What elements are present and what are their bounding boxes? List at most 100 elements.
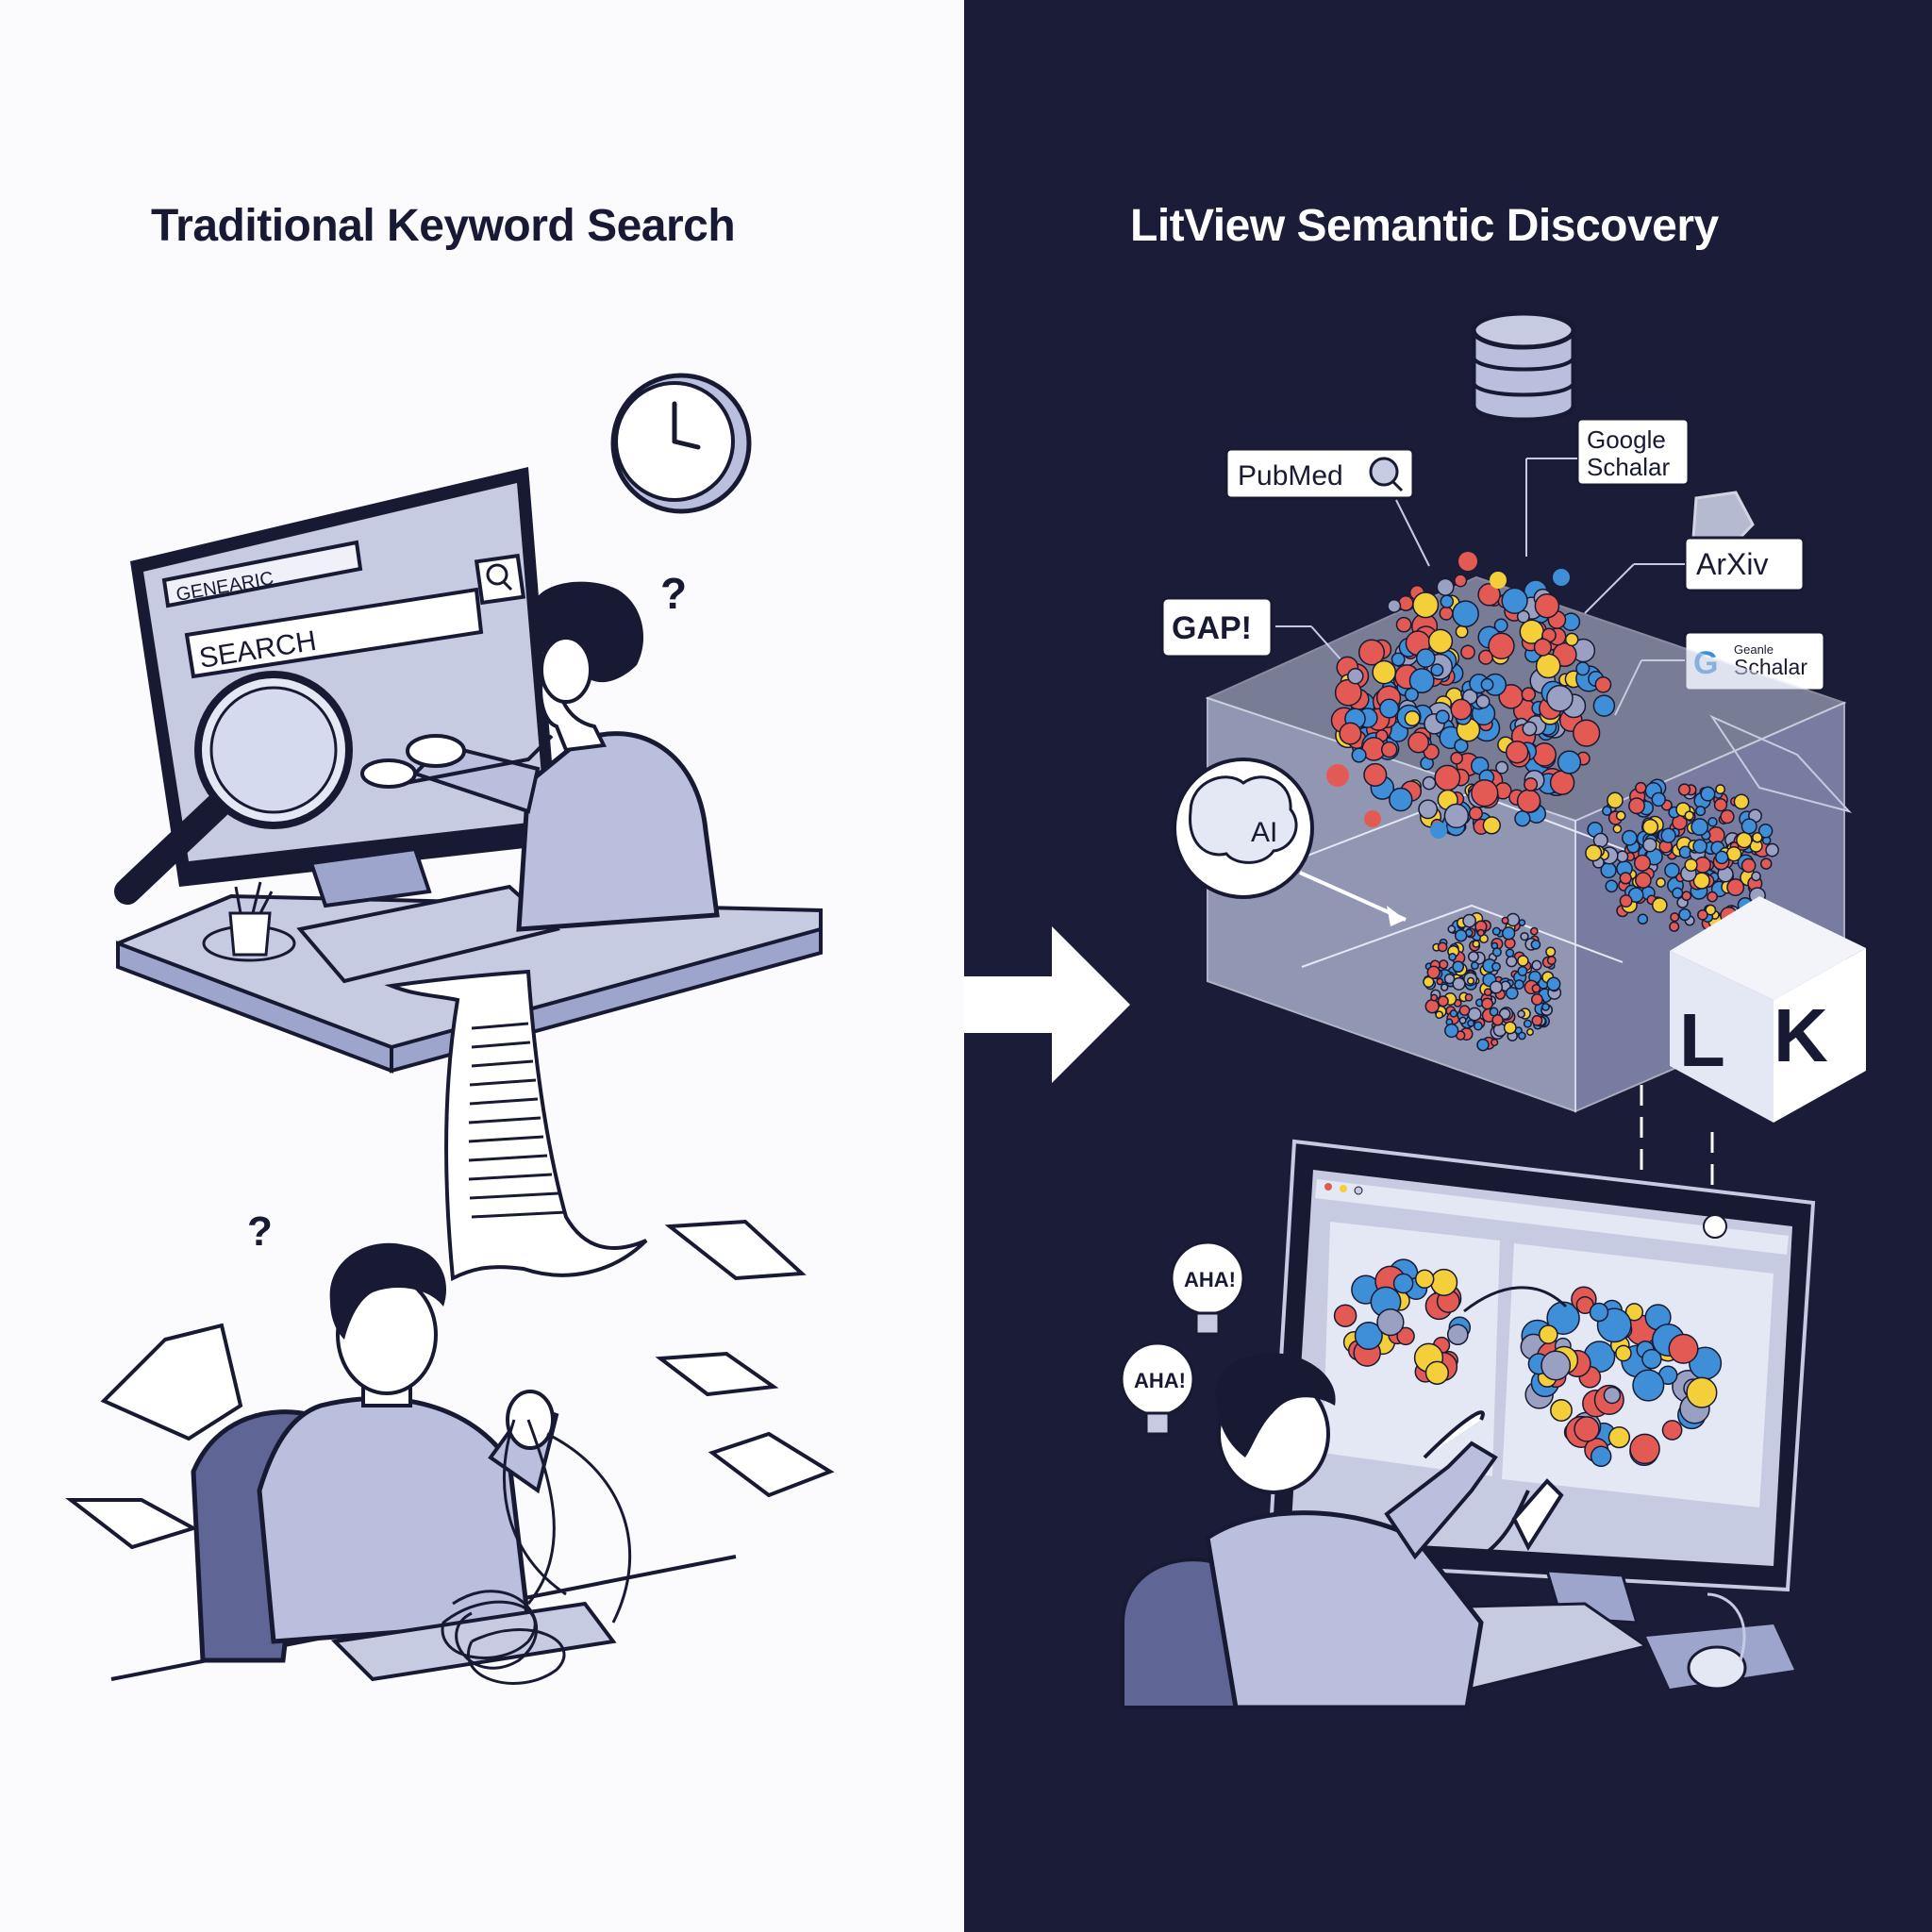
cluster-dot <box>1392 1273 1414 1294</box>
cluster-dot <box>1549 770 1575 795</box>
heading-litview-discovery: LitView Semantic Discovery <box>1130 201 1719 251</box>
cluster-dot <box>1656 877 1666 888</box>
question-mark-bottom: ? <box>247 1208 273 1255</box>
cluster-dot <box>1477 583 1501 607</box>
cluster-dot <box>1607 1425 1631 1449</box>
cluster-dot <box>1669 921 1680 932</box>
cluster-dot <box>1505 948 1515 958</box>
cluster-dot <box>1660 827 1676 843</box>
cluster-dot <box>1404 687 1419 702</box>
cluster-dot <box>1436 577 1455 596</box>
cluster-dot <box>1521 687 1537 702</box>
floating-dots <box>1326 552 1570 839</box>
heading-traditional-search: Traditional Keyword Search <box>151 201 736 251</box>
cluster-dot <box>1503 1021 1517 1035</box>
cluster-dot <box>1740 858 1757 874</box>
cluster-dot <box>1514 979 1524 990</box>
cluster-dot <box>1488 632 1515 660</box>
cluster-dot <box>1692 839 1707 854</box>
cluster-dot <box>1426 965 1441 979</box>
cluster-dot <box>1541 1002 1550 1011</box>
cluster-dot <box>1736 831 1753 849</box>
cluster-dot <box>1363 762 1388 787</box>
person-happy <box>1205 1353 1564 1710</box>
cluster-dot <box>1357 639 1386 666</box>
cluster-dot <box>1615 1344 1632 1362</box>
cluster-dot <box>1589 1302 1609 1323</box>
screen-cluster-right <box>1520 1286 1723 1468</box>
cluster-dot <box>1641 818 1659 836</box>
cluster-dot <box>1726 878 1745 897</box>
cluster-dot <box>1546 684 1574 712</box>
cluster-dot <box>1437 995 1449 1008</box>
cluster-dot <box>1389 787 1413 812</box>
cluster-dot <box>1759 858 1773 870</box>
search-icon <box>474 553 526 606</box>
cluster-dot <box>1594 675 1612 693</box>
cluster-dot <box>1752 832 1763 843</box>
arrow-right-icon <box>964 926 1130 1083</box>
cluster-dot <box>1574 1416 1600 1442</box>
ai-brain-callout: AI <box>1173 758 1407 926</box>
cluster-dot <box>1518 1031 1526 1041</box>
cluster-dot <box>1443 803 1470 829</box>
lightbulb-icon: AHA! <box>1170 1241 1245 1336</box>
cluster-dot <box>1505 986 1519 1000</box>
cluster-dot <box>1449 1009 1458 1018</box>
callout-gap: GAP! <box>1160 596 1274 658</box>
cluster-dot <box>1661 1420 1683 1441</box>
keyboard <box>296 884 561 984</box>
lightbulb-icon: AHA! <box>1120 1341 1195 1436</box>
cluster-dot <box>1452 960 1465 974</box>
cluster-dot <box>1435 709 1450 724</box>
cluster-dot <box>1545 946 1557 958</box>
cluster-dot <box>1535 653 1561 679</box>
cluster-dot <box>1424 999 1440 1014</box>
cluster-dot <box>1444 1023 1459 1039</box>
cluster-dot <box>1619 894 1633 908</box>
cluster-dot <box>1404 709 1421 727</box>
mouse-pad <box>1646 1592 1794 1690</box>
cluster-dot <box>1532 742 1557 767</box>
logo-letter-k: K <box>1774 993 1828 1077</box>
cluster-dot <box>1635 781 1647 794</box>
cluster-dot <box>1505 740 1529 764</box>
cluster-dot <box>1707 891 1718 903</box>
cluster-dot <box>1491 926 1501 936</box>
cluster-dot <box>1333 1304 1357 1327</box>
cluster-dot <box>1434 764 1461 791</box>
cluster-dot <box>1550 1399 1573 1422</box>
source-google-scholar: Google Schalar <box>1575 417 1690 487</box>
cluster-dot <box>1467 951 1479 963</box>
cluster-dot <box>1538 1324 1558 1344</box>
cluster-dot <box>1462 913 1476 928</box>
question-mark-top: ? <box>660 569 687 618</box>
cluster-dot <box>1520 931 1529 941</box>
cluster-dot <box>1635 872 1652 889</box>
cluster-main <box>1330 574 1616 837</box>
cluster-dot <box>1715 784 1726 795</box>
cluster-dot <box>1533 638 1553 657</box>
cluster-dot <box>1526 1028 1534 1036</box>
tangled-wires <box>441 1419 632 1685</box>
cluster-dot <box>1354 1321 1383 1351</box>
cluster-dot <box>1418 799 1439 820</box>
cluster-dot <box>1471 779 1499 808</box>
cluster-dot <box>1379 698 1400 719</box>
cluster-dot <box>1446 1324 1469 1346</box>
cluster-dot <box>1372 659 1397 685</box>
cluster-dot <box>1476 1038 1490 1052</box>
cluster-dot <box>1632 1369 1665 1402</box>
cluster-dot <box>1615 810 1626 822</box>
cluster-dot <box>1684 858 1698 873</box>
cluster-dot <box>1686 1376 1718 1408</box>
cluster-dot <box>1396 1326 1415 1346</box>
cluster-dot <box>1684 810 1694 821</box>
cluster-dot <box>1605 879 1619 893</box>
cluster-dot <box>1672 887 1684 899</box>
source-google-label-line1: Google <box>1587 425 1666 454</box>
aha-label-bottom: AHA! <box>1134 1369 1186 1392</box>
cluster-dot <box>1518 919 1526 926</box>
person-worried: ? <box>247 1208 559 1644</box>
